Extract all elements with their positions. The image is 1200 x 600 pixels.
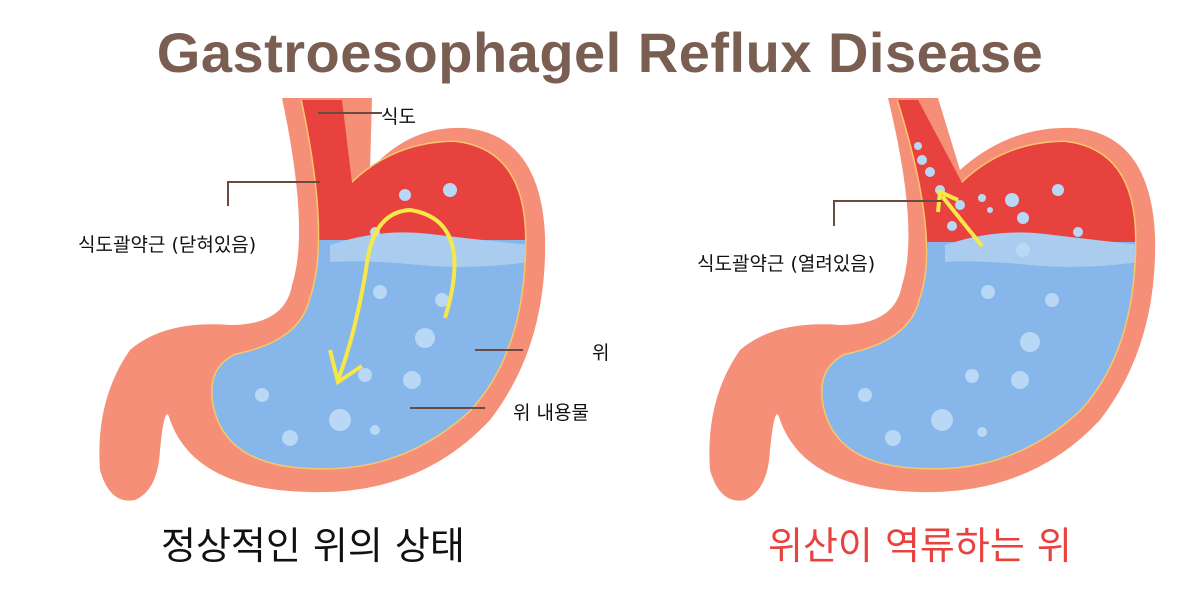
caption-reflux: 위산이 역류하는 위: [768, 524, 1072, 568]
esophagus-tube: [898, 100, 962, 188]
normal-stomach: [99, 98, 546, 501]
label-esophagus: 식도: [381, 106, 416, 128]
label-sphincter-closed: 식도괄약근 (닫혀있음): [78, 234, 257, 256]
arrow-head: [328, 349, 364, 386]
caption-normal: 정상적인 위의 상태: [161, 524, 465, 568]
bubbles: [858, 184, 1083, 446]
stomach-contents: [212, 240, 525, 469]
label-stomach-contents: 위 내용물: [513, 402, 589, 424]
acid-region: [822, 100, 1135, 250]
reflux-arrow: [940, 194, 984, 248]
label-sphincter-open: 식도괄약근 (열려있음): [697, 253, 876, 275]
leader-sphincter: [227, 181, 320, 206]
reflux-stomach: [709, 98, 1156, 501]
leader-sphincter: [833, 200, 942, 226]
esophagus-tube: [302, 100, 352, 186]
contents-surface: [945, 232, 1135, 267]
label-stomach: 위: [592, 342, 610, 364]
contents-surface: [330, 232, 525, 267]
reflux-arrow: [336, 207, 457, 381]
page-title: Gastroesophagel Reflux Disease: [156, 21, 1044, 84]
arrow-head: [936, 189, 959, 213]
stomach-contents: [822, 242, 1135, 469]
